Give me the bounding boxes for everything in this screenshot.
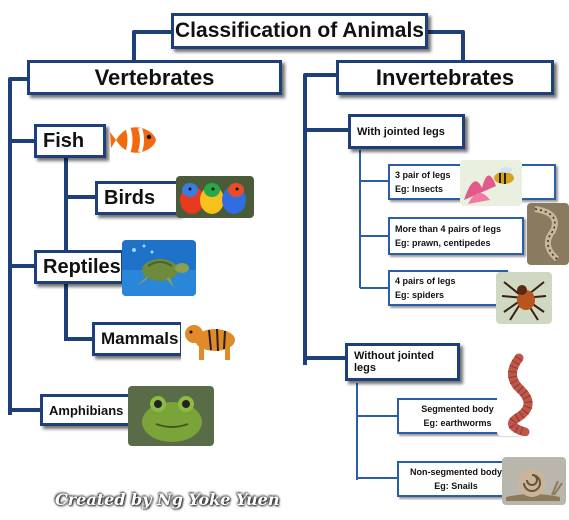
leaf-line2: Eg: earthworms	[423, 416, 491, 430]
leaf-line1: Non-segmented body	[410, 465, 502, 479]
birds-picture	[176, 176, 254, 218]
leaf-line2: Eg: Insects	[395, 182, 443, 196]
fish-box: Fish	[34, 124, 106, 158]
vertebrates-box: Vertebrates	[27, 60, 282, 95]
leaf-line1: More than 4 pairs of legs	[395, 222, 501, 236]
leaf-line1: Segmented body	[421, 402, 494, 416]
four-pairs-legs-box: 4 pairs of legs Eg: spiders	[388, 270, 508, 306]
leaf-line1: 3 pair of legs	[395, 168, 451, 182]
mammals-box: Mammals	[92, 322, 183, 356]
centipede-picture	[527, 203, 569, 265]
jointed-legs-box: With jointed legs	[348, 114, 465, 149]
non-segmented-body-box: Non-segmented body Eg: Snails	[397, 461, 515, 497]
leaf-line2: Eg: spiders	[395, 288, 444, 302]
bee-picture	[460, 160, 522, 206]
more-than-four-pairs-box: More than 4 pairs of legs Eg: prawn, cen…	[388, 217, 524, 255]
leaf-line2: Eg: Snails	[434, 479, 478, 493]
amphibians-box: Amphibians	[40, 394, 132, 426]
no-jointed-legs-box: Without jointed legs	[345, 343, 460, 381]
leaf-line2: Eg: prawn, centipedes	[395, 236, 491, 250]
invertebrates-box: Invertebrates	[336, 60, 554, 95]
earthworm-picture	[497, 352, 543, 436]
tiger-picture	[181, 316, 241, 364]
frog-picture	[128, 386, 214, 446]
diagram-title: Classification of Animals	[171, 13, 428, 49]
birds-box: Birds	[95, 181, 180, 215]
leaf-line1: 4 pairs of legs	[395, 274, 456, 288]
credit-text: Created by Ng Yoke Yuen	[55, 490, 280, 509]
fish-picture	[110, 118, 160, 162]
turtle-picture	[122, 240, 196, 296]
snail-picture	[502, 457, 566, 505]
reptiles-box: Reptiles	[34, 250, 124, 284]
spider-picture	[496, 272, 552, 324]
